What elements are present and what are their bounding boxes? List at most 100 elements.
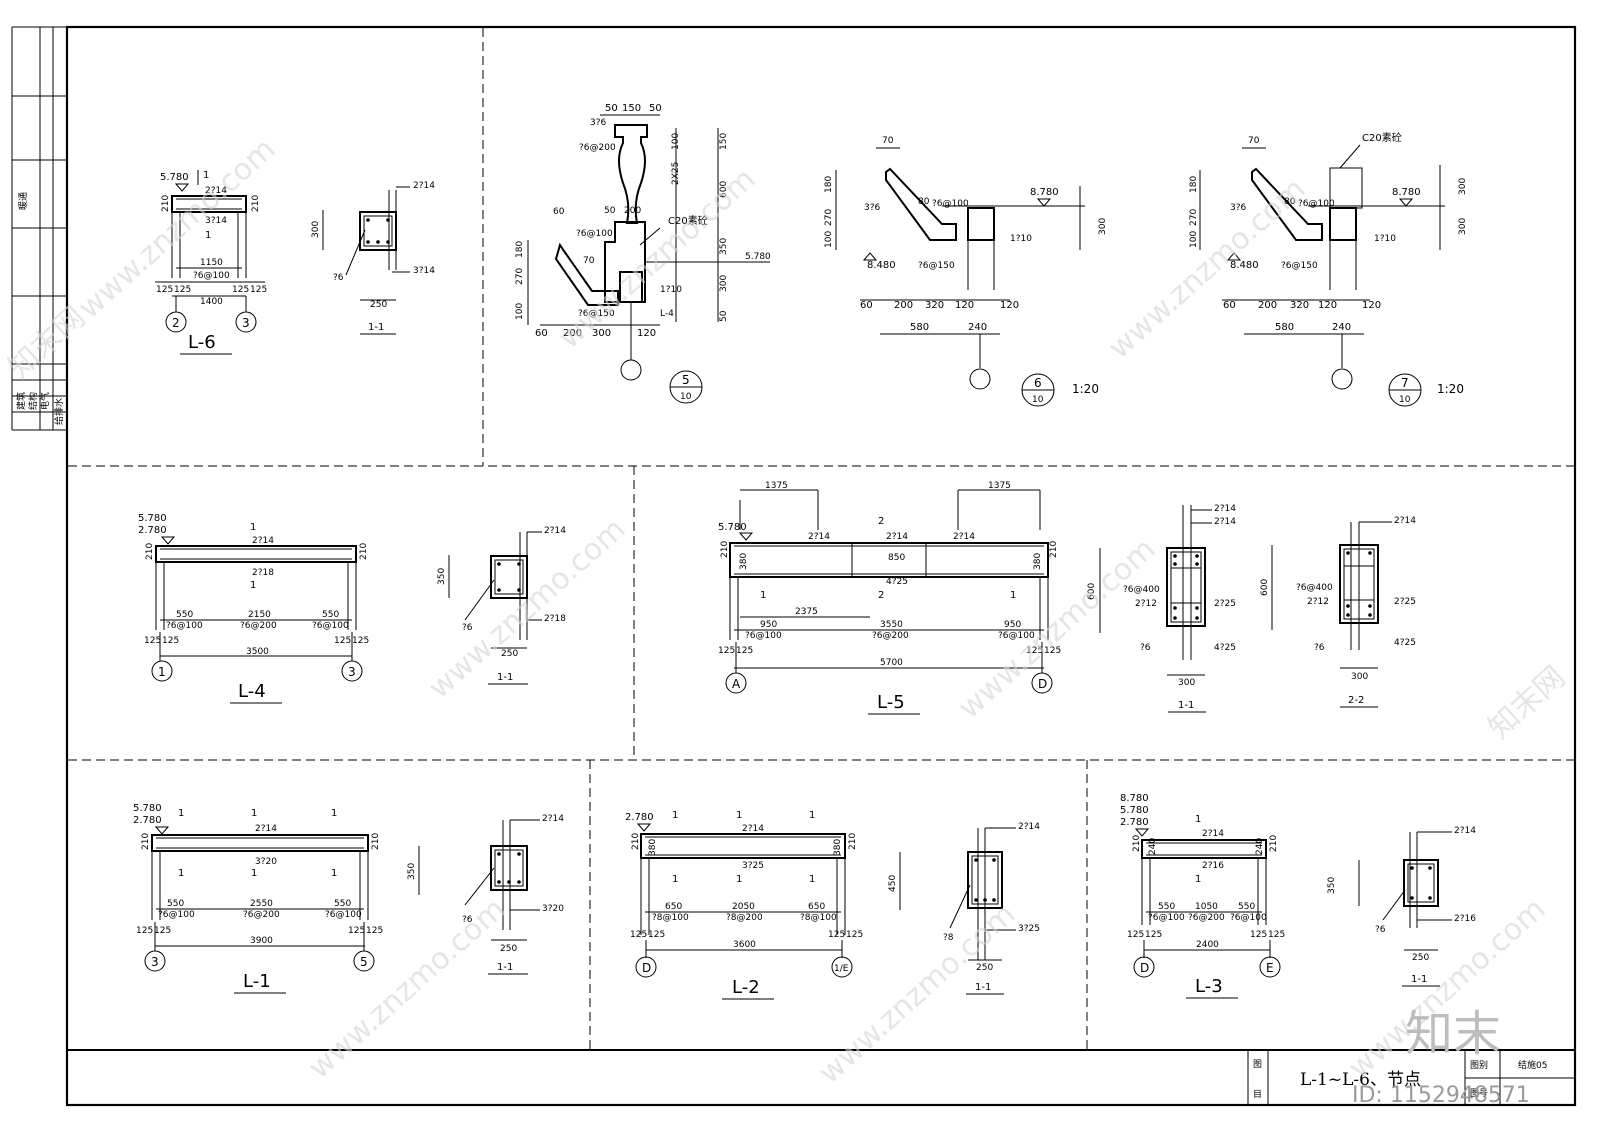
panel-dividers [68,28,1574,1050]
detail-6: 70 8.780 3?6 80 ?6@100 1?10 180 270 100 … [824,136,1108,407]
d5-bottom-dim-c: 300 [592,328,611,339]
l4-span: 3500 [246,647,269,657]
l4-end-a: 125 [144,636,161,646]
l5-dim-1375-right: 1375 [988,481,1011,491]
d7-right-a: 300 [1458,178,1468,195]
l1-cut-b: 1 [251,808,257,819]
l3-end-c: 125 [1250,930,1267,940]
d7-bot-d: 120 [1318,300,1337,311]
d5-top-dim-c: 50 [649,103,662,114]
d6-bot-d: 120 [955,300,974,311]
l1-end-d: 125 [366,926,383,936]
d7-total-b: 240 [1332,322,1351,333]
l1-st-mid: ?6@200 [243,910,280,920]
l3-end-b: 125 [1145,930,1162,940]
l5-s1-bot: 4?25 [1214,643,1236,653]
l5-s2-side-l: 2?12 [1307,597,1329,607]
l6-axis-right: 3 [242,316,250,330]
l3-section-1-1: 2?14 2?16 350 ?6 250 1-1 [1327,826,1476,987]
title-block-mu-label: 目 [1253,1089,1262,1100]
sidebar-discipline-3: 给排水 [53,398,65,425]
d6-sheet: 10 [1032,395,1044,405]
l2-support-h-right: 210 [848,833,858,850]
l3-support-h-left: 210 [1132,835,1142,852]
title-block-tubie-label: 图别 [1470,1060,1488,1071]
l1-st-left: ?6@100 [158,910,195,920]
l3-sec-width: 250 [1412,953,1429,963]
l1-sec-top: 2?14 [542,814,564,824]
beam-L1: 5.780 2.780 1 1 1 2?14 3?20 210 210 1 1 … [133,803,383,994]
watermark-brand-2: 知末网 [1482,660,1572,746]
d5-st-200: ?6@200 [579,143,616,153]
l5-cut-1-left: 1 [760,590,766,601]
l6-sec-name: 1-1 [368,322,384,333]
l5-end-a: 125 [718,646,735,656]
l1-section-1-1: 2?14 3?20 350 ?6 250 1-1 [407,814,564,975]
l6-support-h-right: 210 [251,195,261,212]
l6-cut-mark-2: 1 [205,230,211,241]
d5-level: 5.780 [745,252,771,262]
d5-concrete: C20素砼 [668,214,708,227]
l5-s2-name: 2-2 [1348,695,1364,706]
l5-section-1-1: 2?14 2?14 ?6@400 2?12 2?25 4?25 ?6 600 3… [1087,504,1236,713]
l3-haunch-left: 240 [1148,838,1158,855]
watermark-brand-1: 知末网 [2,300,92,386]
l5-s1-name: 1-1 [1178,700,1194,711]
d7-bot-c: 320 [1290,300,1309,311]
d7-left-a: 180 [1189,176,1199,193]
l2-sec-bot: 3?25 [1018,924,1040,934]
d7-left-c: 100 [1189,231,1199,248]
l4-axis-right: 3 [348,665,356,679]
l4-st-mid: ?6@200 [240,621,277,631]
l2-haunch-right: 380 [833,839,843,856]
d7-right-b: 300 [1458,218,1468,235]
l3-sec-top: 2?14 [1454,826,1476,836]
l4-section-1-1: 2?14 2?18 350 ?6 250 1-1 [437,526,566,685]
l1-support-h-left: 210 [141,833,151,850]
l1-title: L-1 [243,971,271,992]
l5-s1-stirrup: ?6 [1140,643,1151,653]
l2-sec-stirrup: ?8 [943,933,954,943]
l4-elev-b: 2.780 [138,525,167,536]
l2-span: 3600 [733,940,756,950]
d5-top-dim-a: 50 [605,103,618,114]
d5-bar-10: 1?10 [660,285,682,295]
sidebar-hvac-label: 暖通 [17,192,29,210]
l2-end-c: 125 [828,930,845,940]
d6-bar-10: 1?10 [1010,234,1032,244]
l6-cut-mark: 1 [203,170,209,181]
l1-sec-height: 350 [407,863,417,880]
l4-support-h-right: 210 [359,543,369,560]
l6-end-b: 125 [174,285,191,295]
d5-left-dim-c: 270 [515,268,525,285]
l3-elev-c: 2.780 [1120,817,1149,828]
l3-st-left: ?6@100 [1148,913,1185,923]
l1-cut-a: 1 [178,808,184,819]
l5-st-left: ?6@100 [745,631,782,641]
l5-s2-width: 300 [1351,672,1368,682]
sheet-number: 结施05 [1518,1059,1547,1071]
l4-end-d: 125 [352,636,369,646]
l2-st-right: ?8@100 [800,913,837,923]
l6-axis-left: 2 [172,316,180,330]
l5-s1-height: 600 [1087,583,1097,600]
l4-seg-right: 550 [322,610,339,620]
l6-sec-width: 250 [370,300,387,310]
d7-bot-e: 120 [1362,300,1381,311]
l4-sec-stirrup: ?6 [462,623,473,633]
l3-bot-bar: 2?16 [1202,861,1224,871]
l1-support-h-right: 210 [371,833,381,850]
l3-elev-b: 5.780 [1120,805,1149,816]
watermark-text-6: www.znzmo.com [302,892,512,1086]
l3-top-bar: 2?14 [1202,829,1224,839]
l6-net-span: 1150 [200,258,223,268]
l3-axis-right: E [1266,961,1274,975]
l3-sec-bot: 2?16 [1454,914,1476,924]
l2-end-a: 125 [630,930,647,940]
d6-bot-c: 320 [925,300,944,311]
l4-sec-bot: 2?18 [544,614,566,624]
l2-sec-height: 450 [888,875,898,892]
l1-elev-b: 2.780 [133,815,162,826]
d5-rail-dim-a: 150 [719,133,729,150]
